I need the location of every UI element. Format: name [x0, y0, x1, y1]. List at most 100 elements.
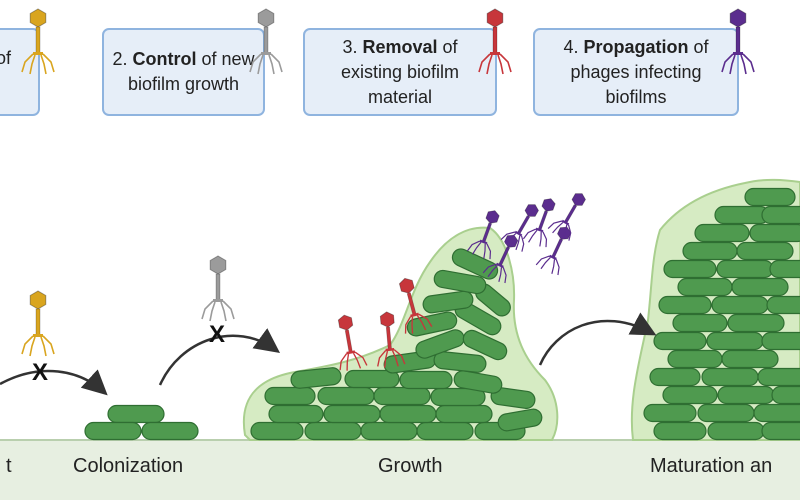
bacterium-rod: [663, 259, 717, 279]
bacteriophage-icon: [21, 290, 55, 357]
bacterium-rod: [731, 277, 789, 297]
bacteriophage-icon: [522, 198, 556, 248]
bacteriophage-icon: [500, 204, 539, 252]
bacterium-rod: [736, 241, 794, 261]
bacterium-rod: [643, 403, 697, 423]
bacterium-rod: [757, 367, 800, 387]
phage-role-box-propagation: 4. Propagation of phages infecting biofi…: [533, 28, 739, 116]
bacterium-rod: [323, 404, 381, 424]
bacterium-rod: [707, 421, 765, 441]
arrow-attachment-to-colonization: [0, 369, 108, 396]
bacterium-rod: [717, 385, 775, 405]
box-4-number: 4.: [563, 36, 584, 57]
bacterium-rod: [399, 370, 453, 390]
block-mark-2: X: [209, 321, 225, 348]
bacterium-rod: [771, 385, 800, 405]
bacterium-rod: [433, 269, 487, 295]
bacterium-rod: [649, 367, 701, 387]
bacterium-rod: [451, 248, 499, 280]
bacterium-rod: [716, 259, 774, 279]
bacteriophage-icon: [201, 255, 235, 322]
bacterium-rod: [682, 241, 738, 261]
bacterium-rod: [761, 421, 800, 441]
bacterium-rod: [317, 386, 375, 406]
bacterium-rod: [107, 404, 165, 424]
bacterium-rod: [653, 331, 707, 351]
bacterium-rod: [721, 349, 779, 369]
bacterium-rod: [662, 385, 718, 405]
bacterium-rod: [422, 290, 474, 314]
bacterium-rod: [379, 404, 437, 424]
bacteriophage-icon: [547, 193, 586, 241]
bacteriophage-icon: [466, 210, 500, 260]
bacterium-rod: [490, 387, 536, 409]
bacteriophage-icon: [249, 8, 283, 75]
bacterium-rod: [250, 421, 304, 441]
bacterium-rod: [761, 205, 800, 225]
stage-label-colonization: Colonization: [73, 455, 184, 477]
bacterium-rod: [84, 421, 142, 441]
bacterium-rod: [706, 331, 764, 351]
bacterium-rod: [667, 349, 723, 369]
bacterium-rod: [761, 331, 800, 351]
bacterium-rod: [264, 386, 316, 406]
bacterium-rod: [304, 421, 362, 441]
bacteria-layer: [84, 187, 800, 441]
bacterium-rod: [769, 259, 800, 279]
bacterium-rod: [711, 295, 769, 315]
bacterium-rod: [694, 223, 750, 243]
box-3-keyword: Removal: [362, 36, 438, 57]
bacterium-rod: [435, 404, 493, 424]
bacterium-rod: [701, 367, 759, 387]
bacterium-rod: [766, 295, 800, 315]
bacteriophage-icon: [21, 8, 55, 75]
phage-role-box-1: of: [0, 28, 40, 116]
box-4-keyword: Propagation: [583, 36, 689, 57]
bacteriophage-icon: [377, 311, 406, 368]
stage-label-maturation: Maturation an: [650, 455, 773, 477]
bacterium-rod: [727, 313, 785, 333]
bacterium-rod: [453, 370, 503, 394]
bacterium-rod: [714, 205, 770, 225]
bacteriophage-icon: [721, 8, 755, 75]
bacterium-rod: [268, 404, 324, 424]
bacterium-rod: [497, 408, 543, 432]
box-4-text: of phages infecting biofilms: [570, 36, 709, 107]
bacterium-rod: [360, 421, 418, 441]
bacterium-rod: [658, 295, 712, 315]
bacterium-rod: [462, 329, 508, 361]
bacterium-rod: [373, 386, 431, 406]
box-2-keyword: Control: [132, 49, 197, 69]
bacterium-rod: [141, 421, 199, 441]
bacterium-rod: [430, 387, 486, 407]
substrate-surface: [0, 440, 800, 500]
stage-label-attachment: t: [6, 455, 12, 477]
bacterium-rod: [697, 403, 755, 423]
phage-role-box-removal: 3. Removal of existing biofilm material: [303, 28, 497, 116]
box-1-text: of: [0, 47, 12, 68]
box-3-text: of existing biofilm material: [340, 36, 460, 107]
arrow-growth-to-maturation: [538, 312, 657, 366]
box-2-text: of new biofilm growth: [127, 49, 255, 94]
bacteriophage-icon: [478, 8, 512, 75]
bacteriophage-icon: [482, 234, 519, 284]
bacterium-rod: [433, 351, 487, 373]
phage-role-box-control: 2. Control of new biofilm growth: [102, 28, 265, 116]
box-2-number: 2.: [112, 49, 133, 69]
bacterium-rod: [672, 313, 728, 333]
stage-label-growth: Growth: [378, 455, 443, 477]
box-3-number: 3.: [342, 36, 363, 57]
bacteriophage-icon: [398, 277, 433, 334]
bacterium-rod: [653, 421, 707, 441]
bacterium-rod: [753, 403, 800, 423]
phage-layer: [21, 8, 755, 371]
bacteriophage-icon: [337, 314, 368, 371]
bacterium-rod: [344, 369, 400, 389]
block-mark-1: X: [32, 359, 48, 386]
bacterium-rod: [677, 277, 733, 297]
arrow-colonization-to-growth: [158, 328, 281, 386]
bacterium-rod: [749, 223, 800, 243]
bacterium-rod: [290, 367, 342, 389]
bacterium-rod: [416, 421, 474, 441]
